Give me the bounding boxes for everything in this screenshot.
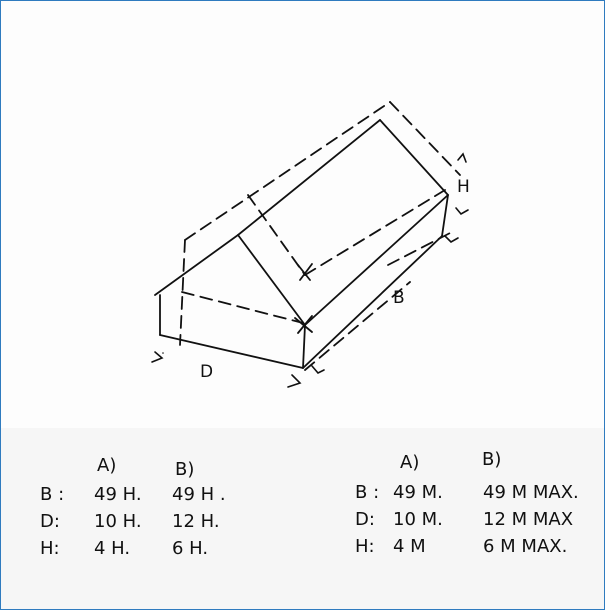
row-key: D: xyxy=(40,511,60,532)
row-key: B : xyxy=(40,484,65,505)
row-value-b: 6 H. xyxy=(172,538,209,559)
row-key: H: xyxy=(40,538,60,559)
table-row: D: 10 H. 12 H. xyxy=(40,511,270,538)
table-row: H: 4 M 6 M MAX. xyxy=(355,536,595,563)
label-h: H xyxy=(457,177,470,197)
table-row: H: 4 H. 6 H. xyxy=(40,538,270,565)
table-row: D: 10 M. 12 M MAX xyxy=(355,509,595,536)
row-value-b: 6 M MAX. xyxy=(483,536,568,557)
label-d: D xyxy=(200,362,213,382)
row-key: H: xyxy=(355,536,375,557)
front-gable-right xyxy=(237,234,306,326)
corner-cross-b xyxy=(297,315,313,334)
row-value-a: 4 H. xyxy=(94,538,131,559)
right-col-b-header: B) xyxy=(482,449,502,470)
row-value-b: 12 H. xyxy=(172,511,220,532)
max-base-dashed-2 xyxy=(387,231,453,266)
roof-sketch: D B H xyxy=(151,101,470,388)
left-dimension-table: B : 49 H. 49 H . D: 10 H. 12 H. H: 4 H. … xyxy=(40,484,270,565)
b-tick xyxy=(444,235,459,243)
row-value-a: 4 M xyxy=(393,536,426,557)
d-tick-left xyxy=(151,351,164,363)
row-value-a: 10 M. xyxy=(393,509,443,530)
table-row: B : 49 M. 49 M MAX. xyxy=(355,482,595,509)
label-b: B xyxy=(393,288,405,308)
back-roof-right-edge xyxy=(379,119,449,196)
left-col-b-header: B) xyxy=(175,459,195,480)
row-value-a: 10 H. xyxy=(94,511,142,532)
left-col-a-header: A) xyxy=(97,455,117,476)
row-value-a: 49 H. xyxy=(94,484,142,505)
max-front-base-dashed xyxy=(181,291,304,324)
base-line-right xyxy=(302,235,443,369)
ridge-line xyxy=(237,119,381,236)
base-line-front xyxy=(159,334,304,369)
row-key: D: xyxy=(355,509,375,530)
d-tick-right xyxy=(287,374,302,388)
max-ridge-dashed xyxy=(184,101,391,241)
max-eave-dashed xyxy=(304,189,446,276)
eave-line xyxy=(304,194,449,326)
back-corner-vertical xyxy=(441,194,449,237)
table-row: B : 49 H. 49 H . xyxy=(40,484,270,511)
front-roof-left-edge xyxy=(154,234,239,296)
row-key: B : xyxy=(355,482,380,503)
dimension-table-area xyxy=(1,428,604,609)
right-dimension-table: B : 49 M. 49 M MAX. D: 10 M. 12 M MAX H:… xyxy=(355,482,595,563)
h-tick-bottom xyxy=(455,207,469,216)
right-col-a-header: A) xyxy=(400,452,420,473)
d-tick-end xyxy=(311,365,325,374)
max-back-slope-dashed xyxy=(389,101,461,176)
max-gable-dashed xyxy=(247,194,306,276)
row-value-a: 49 M. xyxy=(393,482,443,503)
h-tick-top xyxy=(457,152,467,163)
max-left-vertical-dashed xyxy=(179,239,186,346)
row-value-b: 12 M MAX xyxy=(483,509,574,530)
row-value-b: 49 H . xyxy=(172,484,226,505)
max-base-dashed-1 xyxy=(304,281,411,371)
roof-sketch-svg: D B H xyxy=(151,101,470,388)
inner-cross-b xyxy=(299,263,313,281)
front-corner-vertical xyxy=(302,324,306,369)
row-value-b: 49 M MAX. xyxy=(483,482,579,503)
